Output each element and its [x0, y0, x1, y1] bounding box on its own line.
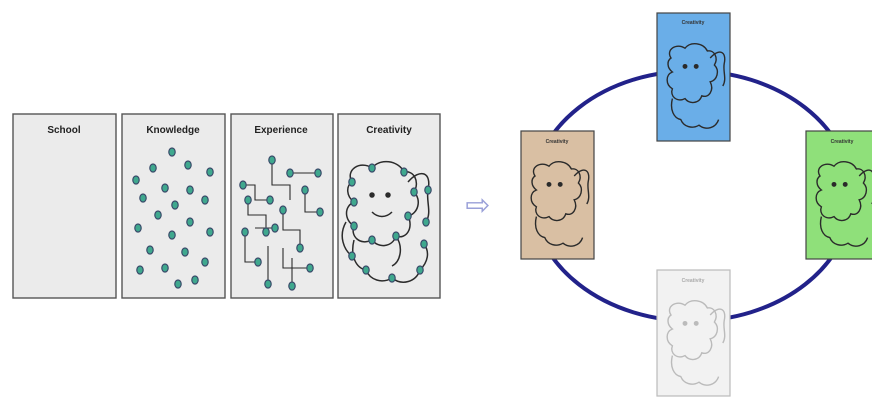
creativity-dot [410, 187, 418, 197]
knowledge-dot [168, 230, 176, 240]
creativity-dot [424, 185, 432, 195]
card-title-left: Creativity [546, 139, 569, 145]
panel-title-creativity: Creativity [366, 125, 412, 136]
knowledge-dot [134, 223, 142, 233]
knowledge-dot [136, 265, 144, 275]
doodle-top [666, 43, 726, 129]
card-bottom: Creativity [656, 269, 731, 397]
knowledge-dot [184, 160, 192, 170]
experience-dot [271, 223, 279, 233]
experience-dot [314, 168, 322, 178]
panel-title-school: School [47, 125, 81, 136]
knowledge-dot [161, 183, 169, 193]
experience-dot [288, 281, 296, 291]
experience-dot [264, 279, 272, 289]
panel-experience: Experience [230, 113, 334, 299]
experience-dot [296, 243, 304, 253]
creativity-dot [416, 265, 424, 275]
knowledge-dot [146, 245, 154, 255]
creativity-dots [348, 163, 432, 283]
creativity-dot [368, 163, 376, 173]
experience-dot [286, 168, 294, 178]
knowledge-dot [154, 210, 162, 220]
panel-knowledge: Knowledge [121, 113, 226, 299]
creativity-dot [400, 167, 408, 177]
experience-dot [262, 227, 270, 237]
creativity-dot [388, 273, 396, 283]
card-title-bottom: Creativity [682, 278, 705, 284]
experience-dot [306, 263, 314, 273]
panel-creativity: Creativity [337, 113, 441, 299]
experience-dot [241, 227, 249, 237]
cycle-cards: Creativity Creativity Creativity [520, 12, 872, 397]
knowledge-dot [206, 227, 214, 237]
experience-dots [239, 155, 324, 291]
knowledge-dot [171, 200, 179, 210]
knowledge-dot [201, 195, 209, 205]
creativity-dot [350, 197, 358, 207]
knowledge-dot [191, 275, 199, 285]
knowledge-dot [149, 163, 157, 173]
creativity-dot [420, 239, 428, 249]
knowledge-dot [201, 257, 209, 267]
knowledge-dot [161, 263, 169, 273]
card-top: Creativity [656, 12, 731, 142]
creativity-dot [392, 231, 400, 241]
knowledge-dot [206, 167, 214, 177]
experience-dot [254, 257, 262, 267]
panel-school: School [12, 113, 117, 299]
knowledge-dot [181, 247, 189, 257]
knowledge-dot [186, 217, 194, 227]
experience-dot [239, 180, 247, 190]
knowledge-dot [174, 279, 182, 289]
creativity-dot [348, 251, 356, 261]
knowledge-dot [139, 193, 147, 203]
panel-title-experience: Experience [254, 125, 308, 136]
right-arrow-icon: ⇨ [465, 188, 490, 223]
creativity-dot [362, 265, 370, 275]
card-left: Creativity [520, 130, 595, 260]
experience-dot [316, 207, 324, 217]
creativity-dot [422, 217, 430, 227]
card-title-top: Creativity [682, 20, 705, 26]
knowledge-dot [168, 147, 176, 157]
creativity-dot [404, 211, 412, 221]
card-right: Creativity [805, 130, 872, 260]
experience-dot [268, 155, 276, 165]
card-title-right: Creativity [831, 139, 854, 145]
experience-dot [266, 195, 274, 205]
creativity-dot [350, 221, 358, 231]
knowledge-dots [132, 147, 214, 289]
creativity-dot [348, 177, 356, 187]
experience-dot [301, 185, 309, 195]
doodle-bottom [666, 300, 726, 386]
experience-dot [279, 205, 287, 215]
experience-network [243, 160, 320, 286]
panel-title-knowledge: Knowledge [146, 125, 200, 136]
creativity-dot [368, 235, 376, 245]
doodle-left [530, 161, 590, 247]
knowledge-dot [132, 175, 140, 185]
knowledge-dot [186, 185, 194, 195]
experience-dot [244, 195, 252, 205]
doodle-right [815, 161, 872, 247]
